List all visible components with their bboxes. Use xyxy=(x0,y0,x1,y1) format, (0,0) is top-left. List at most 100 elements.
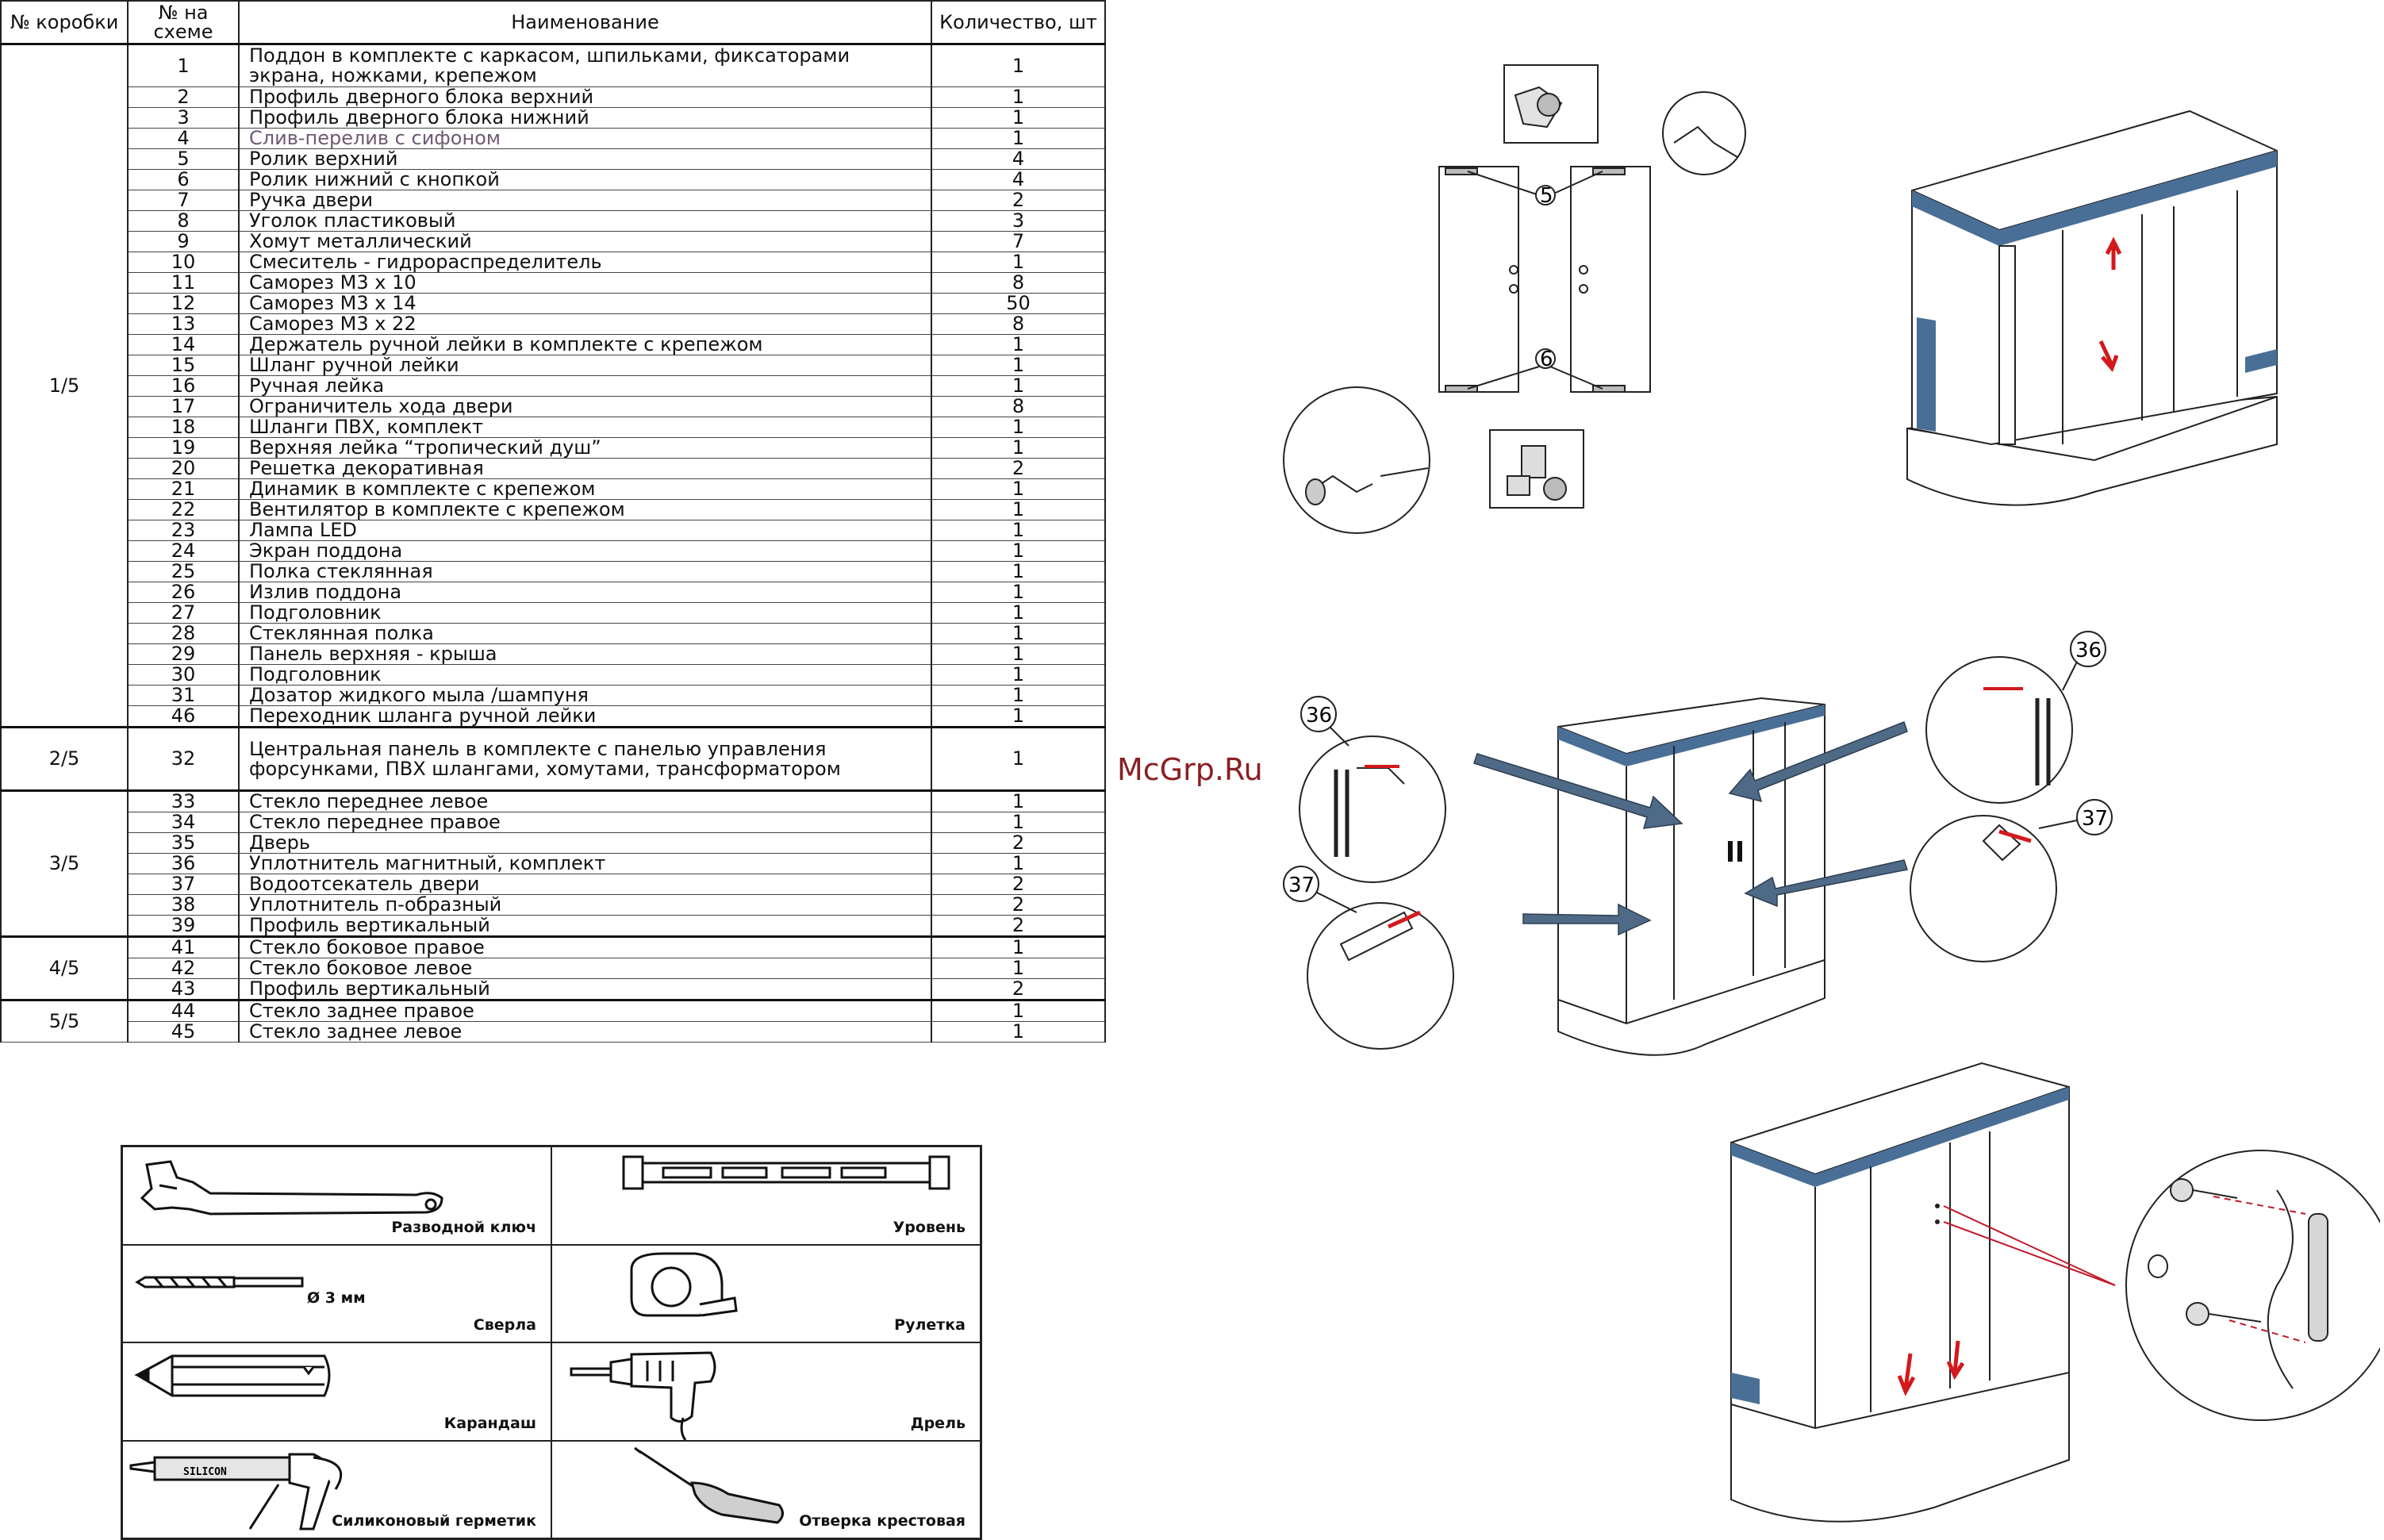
pencil-icon xyxy=(134,1354,331,1397)
scheme-number: 41 xyxy=(127,935,240,958)
scheme-number: 34 xyxy=(127,812,240,833)
part-name: Хомут металлический xyxy=(238,231,932,252)
part-name: Держатель ручной лейки в комплекте с кре… xyxy=(238,334,932,355)
scheme-number: 36 xyxy=(127,853,240,874)
box-number: 1/5 xyxy=(0,43,129,728)
tool-label: Рулетка xyxy=(894,1316,966,1334)
scheme-number: 10 xyxy=(127,252,240,273)
callout-36-right: 36 xyxy=(2075,639,2102,662)
part-name: Слив-перелив с сифоном xyxy=(238,128,932,149)
scheme-number: 2 xyxy=(127,86,240,108)
part-quantity: 1 xyxy=(931,705,1106,728)
handle-detail-circle xyxy=(2125,1150,2380,1421)
tool-level: Уровень xyxy=(551,1146,981,1245)
scheme-number: 13 xyxy=(127,313,240,335)
part-name: Панель верхняя - крыша xyxy=(238,643,932,665)
part-name: Ручная лейка xyxy=(238,375,932,397)
part-name: Ролик нижний с кнопкой xyxy=(238,169,932,190)
tool-label: Отверка крестовая xyxy=(799,1512,966,1530)
part-quantity: 1 xyxy=(931,540,1106,562)
part-quantity: 1 xyxy=(931,375,1106,397)
box-number: 5/5 xyxy=(0,999,129,1043)
tool-tape: Рулетка xyxy=(551,1244,981,1342)
scheme-number: 33 xyxy=(127,789,240,812)
part-quantity: 1 xyxy=(931,582,1106,603)
part-name: Вентилятор в комплекте с крепежом xyxy=(238,499,932,520)
scheme-number: 37 xyxy=(127,874,240,895)
shower-cabin-front-view xyxy=(1906,109,2278,506)
scheme-number: 31 xyxy=(127,685,240,706)
tool-drill: Дрель xyxy=(551,1342,981,1441)
part-name: Ручка двери xyxy=(238,190,932,211)
callout-37-right: 37 xyxy=(2082,807,2108,831)
part-name: Стекло заднее левое xyxy=(238,1021,932,1043)
part-quantity: 1 xyxy=(931,355,1106,376)
callout-5: 5 xyxy=(1540,184,1553,208)
part-quantity: 2 xyxy=(931,190,1106,211)
scheme-number: 1 xyxy=(127,43,240,87)
part-quantity: 2 xyxy=(931,915,1106,937)
scheme-number: 25 xyxy=(127,561,240,582)
part-name: Дозатор жидкого мыла /шампуня xyxy=(238,685,932,706)
scheme-number: 32 xyxy=(127,726,240,791)
tool-label: Силиконовый герметик xyxy=(332,1512,536,1530)
scheme-number: 46 xyxy=(127,705,240,728)
scheme-number: 38 xyxy=(127,894,240,916)
part-quantity: 1 xyxy=(931,935,1106,958)
part-name: Экран поддона xyxy=(238,540,932,562)
scheme-number: 4 xyxy=(127,128,240,149)
scheme-number: 35 xyxy=(127,832,240,854)
part-quantity: 50 xyxy=(931,293,1106,314)
part-name: Профиль дверного блока верхний xyxy=(238,86,932,108)
part-name: Излив поддона xyxy=(238,582,932,603)
screwdriver-icon xyxy=(634,1446,784,1524)
part-quantity: 2 xyxy=(931,458,1106,479)
part-name: Саморез М3 х 10 xyxy=(238,272,932,294)
part-name: Верхняя лейка “тропический душ” xyxy=(238,437,932,459)
scheme-number: 29 xyxy=(127,643,240,665)
part-quantity: 1 xyxy=(931,999,1106,1022)
scheme-number: 22 xyxy=(127,499,240,520)
part-name: Саморез М3 х 14 xyxy=(238,293,932,314)
scheme-number: 11 xyxy=(127,272,240,294)
tool-wrench: Разводной ключ xyxy=(122,1146,551,1245)
part-quantity: 1 xyxy=(931,128,1106,149)
part-quantity: 1 xyxy=(931,664,1106,686)
wrench-icon xyxy=(140,1160,443,1215)
scheme-number: 39 xyxy=(127,915,240,937)
part-quantity: 1 xyxy=(931,252,1106,273)
scheme-number: 7 xyxy=(127,190,240,211)
callout-6: 6 xyxy=(1540,348,1553,371)
scheme-number: 20 xyxy=(127,458,240,479)
scheme-number: 19 xyxy=(127,437,240,459)
part-name: Смеситель - гидрораспределитель xyxy=(238,252,932,273)
part-quantity: 1 xyxy=(931,86,1106,108)
part-quantity: 1 xyxy=(931,685,1106,706)
part-quantity: 1 xyxy=(931,958,1106,979)
part-name: Саморез М3 х 22 xyxy=(238,313,932,335)
header-qty: Количество, шт xyxy=(931,0,1106,45)
scheme-number: 30 xyxy=(127,664,240,686)
part-name: Шланг ручной лейки xyxy=(238,355,932,376)
callout-37-left: 37 xyxy=(1288,874,1315,897)
door-handle-figure xyxy=(1730,1062,2380,1523)
part-quantity: 3 xyxy=(931,210,1106,232)
roller-bottom-detail-circle xyxy=(1283,386,1430,534)
scheme-number: 23 xyxy=(127,520,240,541)
part-quantity: 1 xyxy=(931,643,1106,665)
part-quantity: 1 xyxy=(931,334,1106,355)
part-quantity: 1 xyxy=(931,43,1106,87)
drill-bit-icon xyxy=(135,1276,304,1288)
